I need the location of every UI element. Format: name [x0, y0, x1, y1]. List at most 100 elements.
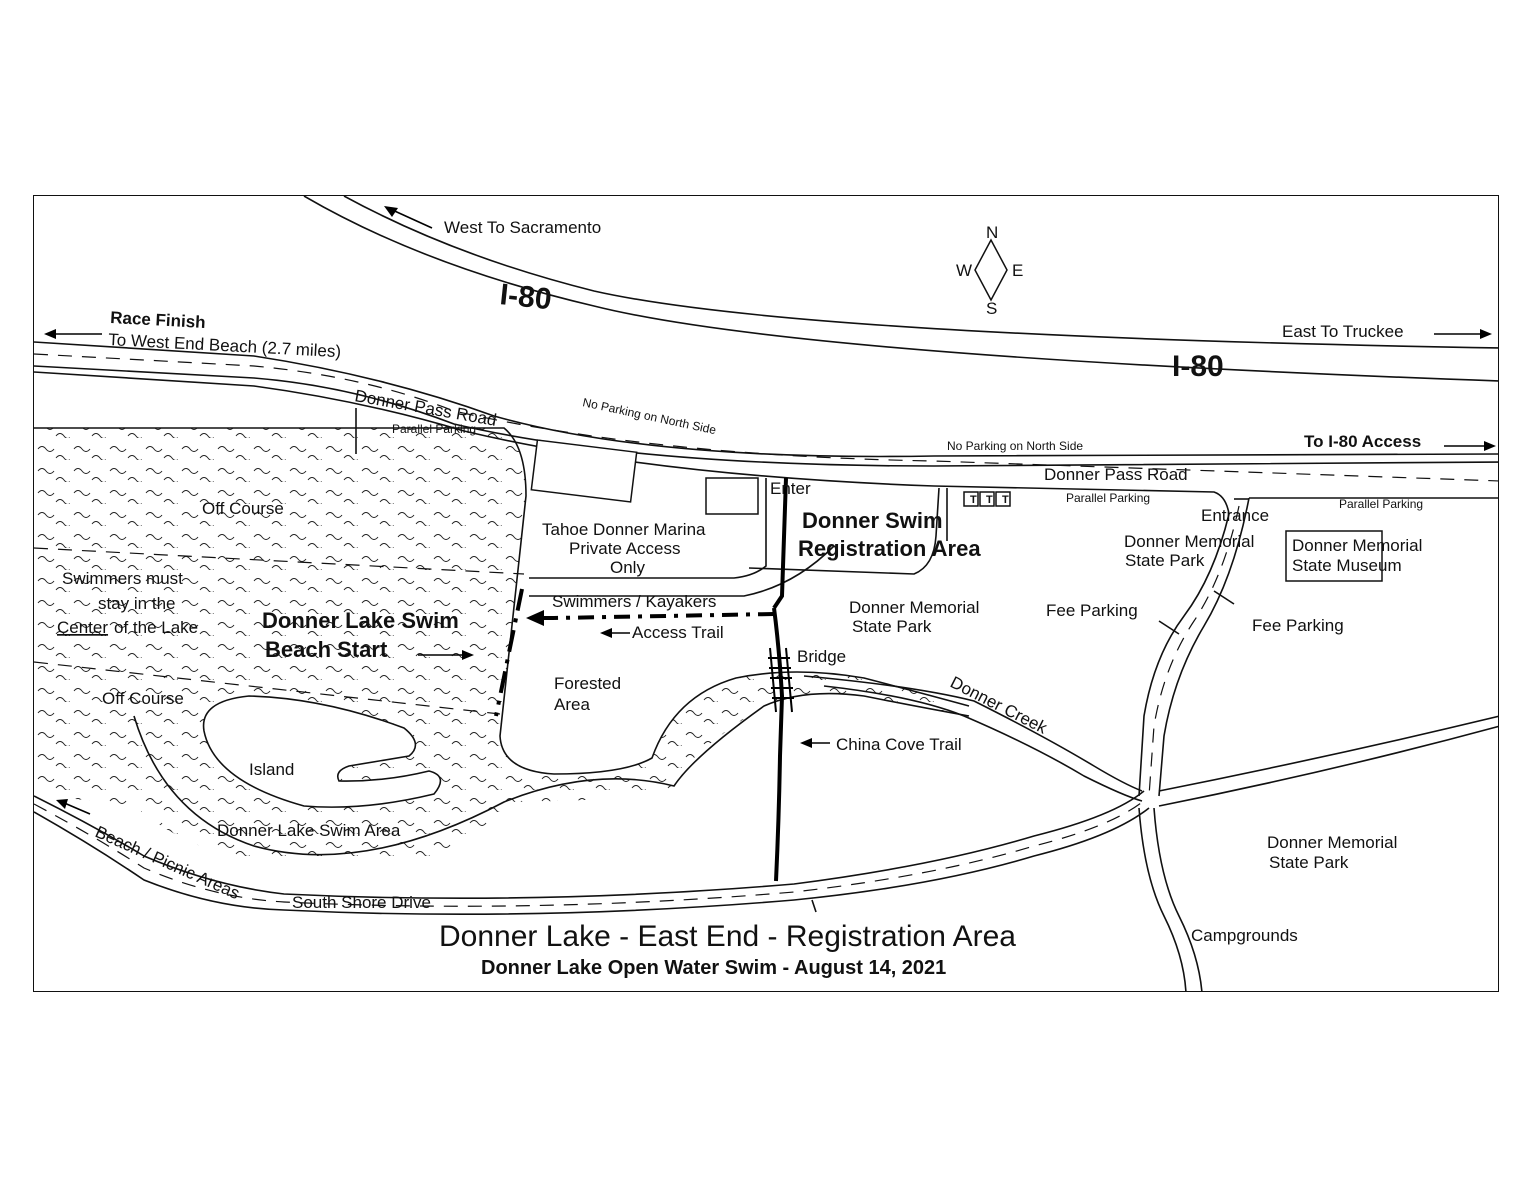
south-shore-spur [811, 899, 817, 913]
label-off-course-top: Off Course [202, 499, 284, 518]
marina-road-south [529, 545, 835, 597]
label-fee-parking-2: Fee Parking [1252, 616, 1344, 635]
marina-building-large [530, 439, 638, 503]
i80-north-edge [343, 196, 1498, 349]
arrow-icons [44, 206, 1496, 815]
label-marina-1: Tahoe Donner Marina [542, 520, 706, 539]
south-shore-north [34, 790, 1145, 900]
label-forested-2: Area [554, 695, 590, 714]
label-to-west-end-beach: To West End Beach (2.7 miles) [108, 330, 342, 361]
label-off-course-bottom: Off Course [102, 689, 184, 708]
label-of-the-lake: of the Lake [114, 618, 198, 637]
label-east-to-truckee: East To Truckee [1282, 322, 1404, 341]
label-parallel-parking-1: Parallel Parking [392, 422, 476, 436]
label-west-to-sacramento: West To Sacramento [444, 218, 601, 237]
label-museum-1: Donner Memorial [1292, 536, 1422, 555]
label-to-i80-access: To I-80 Access [1304, 432, 1421, 451]
label-swimmers-kayakers: Swimmers / Kayakers [552, 592, 716, 611]
label-race-finish: Race Finish [110, 308, 206, 332]
access-trail-line [553, 612, 775, 620]
donner-pass-road-centerline [34, 353, 1498, 482]
map-labels: West To Sacramento I-80 I-80 East To Tru… [57, 218, 1423, 979]
label-i80-upper: I-80 [498, 278, 553, 316]
label-center: Center [57, 618, 108, 637]
label-donner-creek: Donner Creek [947, 673, 1050, 738]
restroom-t2: T [986, 494, 993, 506]
label-registration-2: Registration Area [798, 536, 981, 561]
label-donner-pass-road-east: Donner Pass Road [1044, 465, 1188, 484]
fee-booth-east [1213, 590, 1235, 605]
label-south-shore-drive: South Shore Drive [292, 893, 431, 912]
restroom-t1: T [970, 494, 977, 506]
label-registration-1: Donner Swim [802, 508, 943, 533]
bridge-icon [768, 647, 794, 713]
south-shore-centerline [34, 798, 1147, 907]
label-fee-parking-1: Fee Parking [1046, 601, 1138, 620]
map-frame: West To Sacramento I-80 I-80 East To Tru… [33, 195, 1499, 992]
label-marina-3: Only [610, 558, 645, 577]
museum-building [1285, 530, 1383, 582]
label-entrance: Entrance [1201, 506, 1269, 525]
label-dmsp-se-1: Donner Memorial [1267, 833, 1397, 852]
campground-road-east [1153, 807, 1203, 991]
marina-building-small [705, 477, 759, 515]
label-forested-1: Forested [554, 674, 621, 693]
label-dmsp-center-2: State Park [852, 617, 932, 636]
label-china-cove-trail: China Cove Trail [836, 735, 962, 754]
restroom-t3: T [1002, 494, 1009, 506]
compass-icon [974, 238, 1008, 302]
donner-creek-north [803, 675, 1143, 792]
east-road-north [1158, 715, 1498, 792]
label-parallel-parking-3: Parallel Parking [1339, 497, 1423, 511]
off-course-boundary-north [34, 547, 525, 575]
lake-shoreline [34, 427, 970, 775]
label-dmsp-ne-2: State Park [1125, 551, 1205, 570]
label-no-parking-2: No Parking on North Side [947, 439, 1083, 453]
compass-w: W [956, 261, 972, 280]
label-campgrounds: Campgrounds [1191, 926, 1298, 945]
east-road-south [1158, 725, 1498, 807]
map-title: Donner Lake - East End - Registration Ar… [439, 920, 1016, 953]
label-museum-2: State Museum [1292, 556, 1402, 575]
label-marina-2: Private Access [569, 539, 681, 558]
restroom-icons [963, 491, 1011, 507]
fee-booth-west [1158, 620, 1180, 635]
compass-e: E [1012, 261, 1023, 280]
marina-road-north [529, 478, 767, 579]
label-dmsp-se-2: State Park [1269, 853, 1349, 872]
entrance-road-centerline [1148, 505, 1240, 797]
map-canvas [34, 196, 1498, 991]
label-i80-lower: I-80 [1172, 350, 1224, 383]
label-swim-area: Donner Lake Swim Area [217, 821, 401, 840]
label-access-trail: Access Trail [632, 623, 724, 642]
registration-road-edge [748, 487, 940, 575]
china-cove-trail-line [772, 607, 785, 882]
label-swimmers-must-2: stay in the [98, 594, 176, 613]
label-dmsp-ne-1: Donner Memorial [1124, 532, 1254, 551]
off-course-boundary-south [34, 661, 501, 715]
map-subtitle: Donner Lake Open Water Swim - August 14,… [481, 957, 946, 979]
compass-n: N [986, 223, 998, 242]
label-swimmers-must-1: Swimmers must [62, 569, 183, 588]
south-shore-south [34, 807, 1150, 916]
label-dmsp-center-1: Donner Memorial [849, 598, 979, 617]
label-island: Island [249, 760, 294, 779]
entrance-road-east [1158, 497, 1250, 797]
i80-south-edge [303, 196, 1498, 382]
label-parallel-parking-2: Parallel Parking [1066, 491, 1150, 505]
island-shape [202, 695, 442, 808]
donner-pass-road-north [34, 365, 1498, 467]
label-beach-start-1: Donner Lake Swim [262, 608, 459, 633]
label-bridge: Bridge [797, 647, 846, 666]
donner-creek-south [823, 685, 1143, 802]
entrance-road-west [1138, 513, 1230, 797]
compass-s: S [986, 299, 997, 318]
label-beach-start-2: Beach Start [265, 637, 388, 662]
campground-road-west [1138, 807, 1187, 991]
label-enter: Enter [770, 479, 811, 498]
i80-lower-edge [34, 341, 1498, 458]
label-no-parking-1: No Parking on North Side [581, 395, 717, 437]
beach-start-line [494, 588, 524, 717]
south-shoreline [133, 692, 970, 856]
access-trail-arrowhead [526, 610, 544, 626]
